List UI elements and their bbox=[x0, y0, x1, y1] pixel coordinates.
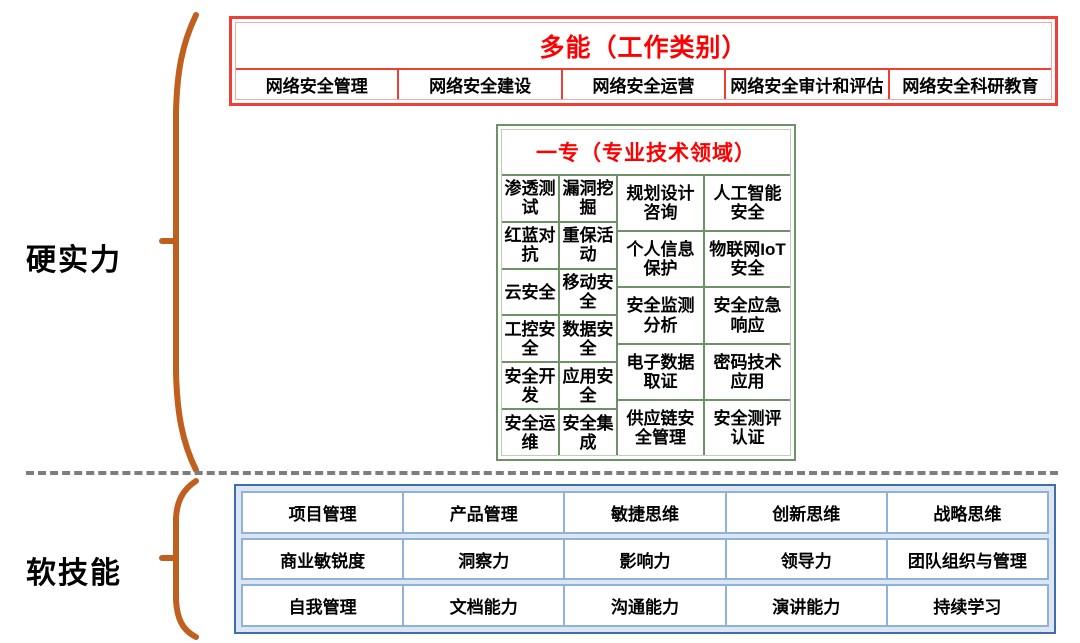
specialty-cell[interactable]: 安全集成 bbox=[562, 413, 614, 452]
soft-skill-cell[interactable]: 沟通能力 bbox=[563, 584, 727, 628]
work-category-cell[interactable]: 网络安全建设 bbox=[399, 70, 563, 99]
specialty-domain-title: 一专（专业技术领域） bbox=[502, 130, 790, 176]
specialty-cell[interactable]: 人工智能安全 bbox=[705, 176, 790, 233]
specialty-cell[interactable]: 应用安全 bbox=[560, 363, 616, 411]
specialty-cell[interactable]: 电子数据取证 bbox=[618, 345, 703, 401]
soft-skill-cell[interactable]: 领导力 bbox=[724, 537, 888, 581]
specialty-column: 规划设计咨询 个人信息保护 安全监测分析 电子数据取证 供应链安全管理 bbox=[618, 176, 705, 455]
soft-skill-cell[interactable]: 洞察力 bbox=[402, 537, 566, 581]
soft-skill-row: 自我管理 文档能力 沟通能力 演讲能力 持续学习 bbox=[241, 584, 1050, 628]
specialty-column: 渗透测试 红蓝对抗 云安全 工控安全 安全开发 安全运维 bbox=[502, 176, 560, 455]
work-category-cell[interactable]: 网络安全科研教育 bbox=[902, 77, 1039, 96]
specialty-column: 漏洞挖掘 重保活动 移动安全 数据安全 应用安全 安全集成 bbox=[560, 176, 618, 455]
work-category-inner: 多能（工作类别） 网络安全管理 网络安全建设 网络安全运营 网络安全审计和评估 … bbox=[235, 22, 1052, 100]
soft-skill-cell[interactable]: 商业敏锐度 bbox=[241, 537, 405, 581]
soft-skill-cell[interactable]: 演讲能力 bbox=[724, 584, 888, 628]
specialty-domain-grid: 渗透测试 红蓝对抗 云安全 工控安全 安全开发 安全运维 漏洞挖掘 重保活动 移… bbox=[502, 176, 790, 455]
specialty-cell[interactable]: 渗透测试 bbox=[502, 176, 558, 223]
specialty-cell[interactable]: 物联网IoT安全 bbox=[705, 232, 790, 289]
soft-skill-cell[interactable]: 敏捷思维 bbox=[563, 491, 727, 534]
soft-skill-cell[interactable]: 产品管理 bbox=[402, 491, 566, 534]
specialty-cell[interactable]: 重保活动 bbox=[560, 223, 616, 270]
specialty-cell[interactable]: 供应链安全管理 bbox=[626, 408, 695, 447]
work-category-cell[interactable]: 网络安全审计和评估 bbox=[726, 70, 890, 99]
specialty-cell[interactable]: 安全测评认证 bbox=[713, 408, 782, 447]
work-category-cell[interactable]: 网络安全管理 bbox=[236, 70, 400, 99]
specialty-cell[interactable]: 个人信息保护 bbox=[618, 232, 703, 289]
section-label-soft-skills: 软技能 bbox=[26, 557, 122, 590]
soft-skill-cell[interactable]: 战略思维 bbox=[885, 491, 1050, 534]
work-category-row: 网络安全管理 网络安全建设 网络安全运营 网络安全审计和评估 网络安全科研教育 bbox=[236, 70, 1051, 99]
specialty-cell[interactable]: 移动安全 bbox=[560, 270, 616, 317]
soft-skill-row: 商业敏锐度 洞察力 影响力 领导力 团队组织与管理 bbox=[241, 537, 1050, 581]
soft-skill-cell[interactable]: 自我管理 bbox=[241, 584, 405, 628]
specialty-cell[interactable]: 规划设计咨询 bbox=[618, 176, 703, 233]
soft-skill-cell[interactable]: 团队组织与管理 bbox=[885, 537, 1050, 581]
work-category-cell[interactable]: 网络安全运营 bbox=[563, 70, 727, 99]
soft-skill-panel: 项目管理 产品管理 敏捷思维 创新思维 战略思维 商业敏锐度 洞察力 影响力 领… bbox=[234, 484, 1056, 634]
soft-skill-cell[interactable]: 创新思维 bbox=[724, 491, 888, 534]
section-divider bbox=[26, 471, 1058, 475]
soft-skill-cell[interactable]: 文档能力 bbox=[402, 584, 566, 628]
work-category-panel: 多能（工作类别） 网络安全管理 网络安全建设 网络安全运营 网络安全审计和评估 … bbox=[229, 16, 1058, 106]
specialty-cell[interactable]: 密码技术应用 bbox=[705, 345, 790, 401]
specialty-cell[interactable]: 安全运维 bbox=[504, 413, 556, 452]
specialty-column: 人工智能安全 物联网IoT安全 安全应急响应 密码技术应用 安全测评认证 bbox=[705, 176, 790, 455]
soft-skill-inner: 项目管理 产品管理 敏捷思维 创新思维 战略思维 商业敏锐度 洞察力 影响力 领… bbox=[241, 491, 1050, 628]
work-category-title: 多能（工作类别） bbox=[236, 23, 1051, 70]
soft-skill-cell[interactable]: 影响力 bbox=[563, 537, 727, 581]
specialty-cell[interactable]: 安全监测分析 bbox=[618, 288, 703, 345]
soft-skill-row: 项目管理 产品管理 敏捷思维 创新思维 战略思维 bbox=[241, 491, 1050, 534]
soft-skill-cell[interactable]: 持续学习 bbox=[885, 584, 1050, 628]
specialty-cell[interactable]: 漏洞挖掘 bbox=[560, 176, 616, 223]
section-label-hard-skills: 硬实力 bbox=[26, 244, 122, 277]
specialty-domain-panel: 一专（专业技术领域） 渗透测试 红蓝对抗 云安全 工控安全 安全开发 安全运维 … bbox=[496, 124, 796, 461]
brace-hard-skills bbox=[159, 12, 208, 474]
specialty-domain-inner: 一专（专业技术领域） 渗透测试 红蓝对抗 云安全 工控安全 安全开发 安全运维 … bbox=[501, 129, 791, 456]
brace-soft-skills bbox=[159, 478, 208, 640]
soft-skill-cell[interactable]: 项目管理 bbox=[241, 491, 405, 534]
specialty-cell[interactable]: 数据安全 bbox=[560, 316, 616, 364]
specialty-cell[interactable]: 安全开发 bbox=[502, 363, 558, 411]
specialty-cell[interactable]: 红蓝对抗 bbox=[502, 223, 558, 270]
specialty-cell[interactable]: 工控安全 bbox=[502, 316, 558, 364]
specialty-cell[interactable]: 云安全 bbox=[502, 270, 558, 317]
specialty-cell[interactable]: 安全应急响应 bbox=[705, 288, 790, 345]
